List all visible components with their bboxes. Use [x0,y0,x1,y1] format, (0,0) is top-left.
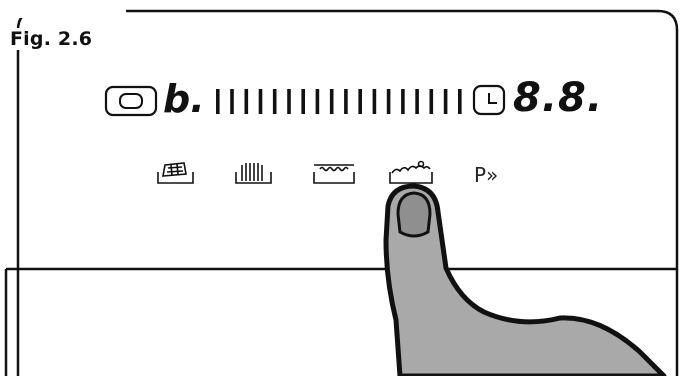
progress-segment [330,89,334,114]
progress-segment [444,89,448,114]
progress-segment [273,89,277,114]
program-display: b. [163,80,205,118]
progress-segment [316,89,320,114]
progress-segment [387,89,391,114]
progress-segment [401,89,405,114]
progress-segment [373,89,377,114]
glass-program-icon[interactable] [314,165,354,183]
progress-segment [458,89,462,114]
progress-segment [358,89,362,114]
clock-icon[interactable] [474,86,504,114]
progress-segment [230,89,234,114]
progress-segment [216,89,220,114]
half-load-icon[interactable] [390,162,432,184]
progress-segment [301,89,305,114]
time-display: 8.8. [513,78,603,118]
progress-segment [415,89,419,114]
heavy-load-icon[interactable] [158,163,193,183]
start-button-icon[interactable] [106,87,156,115]
progress-segment [245,89,249,114]
progress-segment [430,89,434,114]
normal-program-icon[interactable] [236,163,271,183]
progress-segment [344,89,348,114]
progress-segment [287,89,291,114]
hand-pointer-icon [386,186,664,376]
progress-segment [259,89,263,114]
extra-options-button[interactable]: P» [474,163,498,187]
progress-bar [216,89,462,114]
figure-label: Fig. 2.6 [8,28,94,50]
